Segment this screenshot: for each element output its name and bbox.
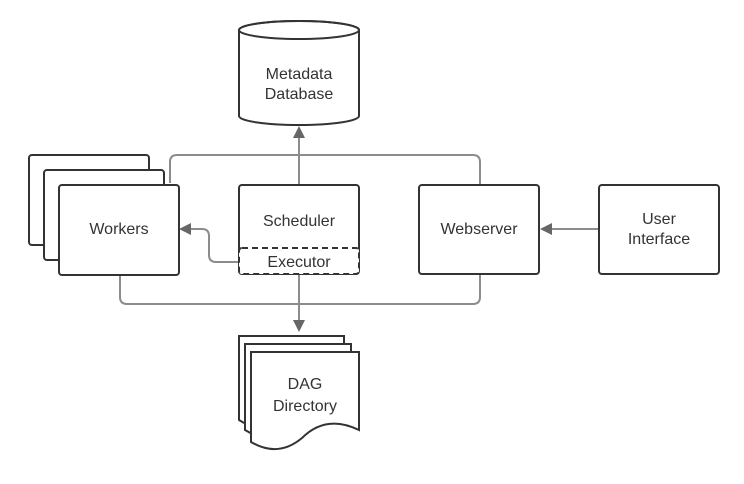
user-interface-label-line1: User bbox=[642, 211, 676, 228]
dag-directory-label-line2: Directory bbox=[273, 398, 337, 415]
scheduler-label: Scheduler bbox=[263, 213, 336, 230]
metadata-database-label-line1: Metadata bbox=[266, 66, 333, 83]
arrowhead-to-database bbox=[293, 126, 305, 138]
connector-executor-to-workers bbox=[190, 228, 239, 263]
dag-document-front-icon bbox=[250, 351, 360, 450]
user-interface-node[interactable]: User Interface bbox=[598, 184, 720, 275]
connectors bbox=[119, 137, 599, 322]
workers-node[interactable]: Workers bbox=[28, 154, 180, 276]
workers-label: Workers bbox=[89, 221, 148, 238]
executor-label: Executor bbox=[267, 254, 331, 271]
webserver-label: Webserver bbox=[440, 221, 518, 238]
user-interface-box bbox=[598, 184, 720, 275]
arrowhead-to-workers bbox=[179, 223, 191, 235]
arrowhead-to-webserver bbox=[540, 223, 552, 235]
executor-node[interactable]: Executor bbox=[238, 247, 360, 275]
metadata-database-label-line2: Database bbox=[265, 86, 334, 103]
webserver-node[interactable]: Webserver bbox=[418, 184, 540, 275]
metadata-database-node[interactable]: Metadata Database bbox=[238, 20, 360, 126]
user-interface-label-line2: Interface bbox=[628, 231, 690, 248]
dag-directory-label-line1: DAG bbox=[288, 376, 323, 393]
webserver-box bbox=[418, 184, 540, 275]
arrowhead-to-dag bbox=[293, 320, 305, 332]
workers-stack-front bbox=[58, 184, 180, 276]
arrowheads bbox=[179, 126, 552, 332]
dag-directory-node[interactable]: DAG Directory bbox=[238, 335, 360, 450]
executor-box bbox=[238, 247, 360, 275]
connector-top-bus bbox=[169, 154, 481, 186]
